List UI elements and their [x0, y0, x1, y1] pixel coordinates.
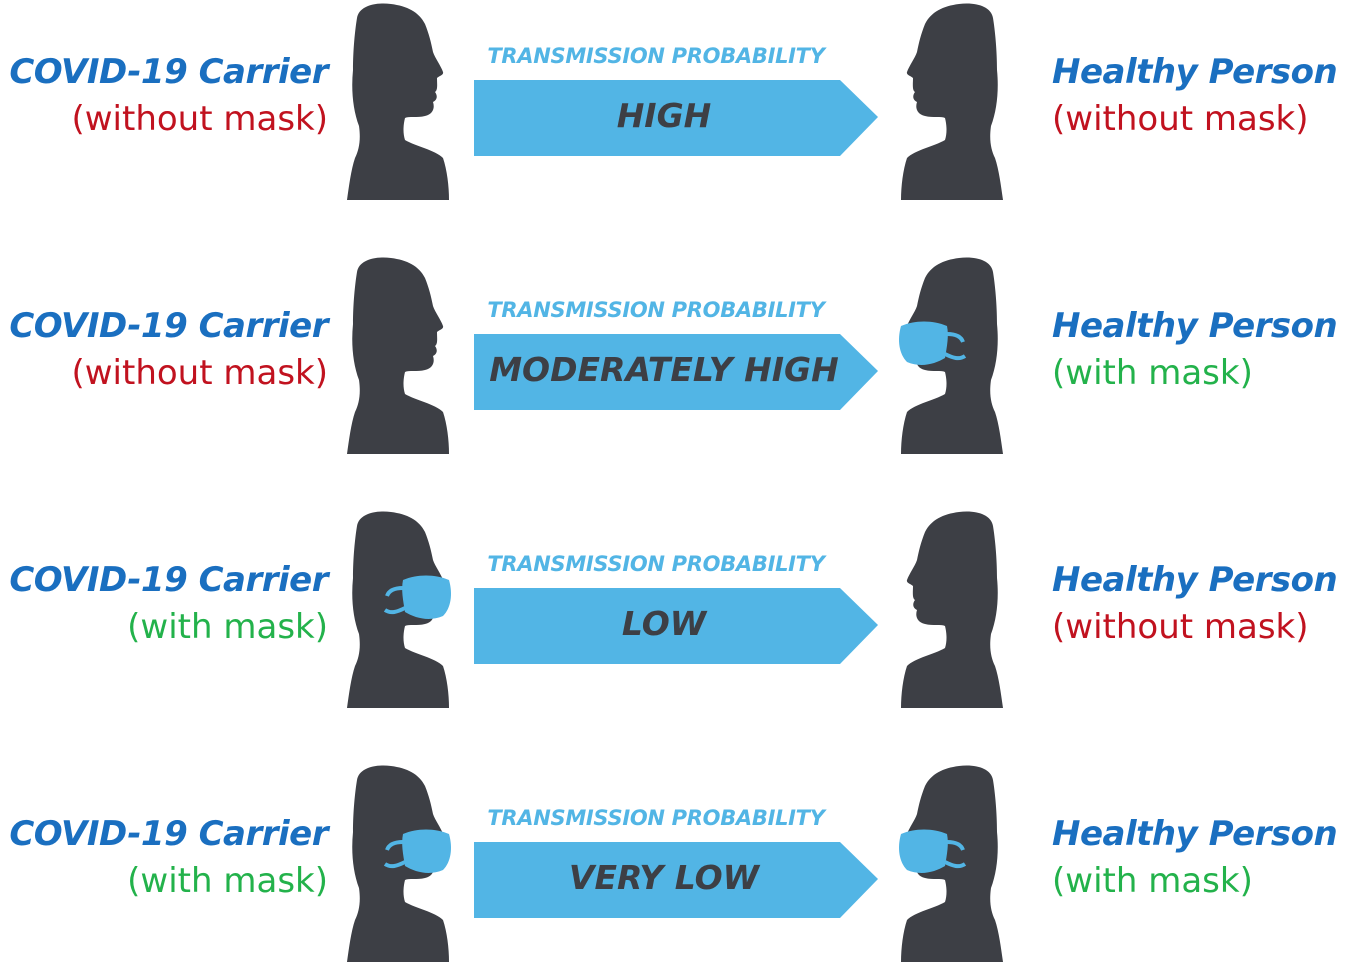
healthy-label: Healthy Person (with mask) — [1052, 304, 1342, 398]
carrier-role: COVID-19 Carrier — [9, 560, 328, 600]
carrier-role: COVID-19 Carrier — [9, 306, 328, 346]
healthy-silhouette-icon — [901, 511, 1003, 708]
healthy-role: Healthy Person — [1052, 306, 1338, 346]
scenario-row-2: COVID-19 Carrier (without mask) TRANSMIS… — [0, 254, 1348, 454]
carrier-label: COVID-19 Carrier (with mask) — [0, 812, 328, 906]
carrier-mask-state: (without mask) — [71, 353, 328, 393]
carrier-silhouette-icon — [347, 257, 449, 454]
scenario-row-1: COVID-19 Carrier (without mask) TRANSMIS… — [0, 0, 1348, 200]
healthy-mask-state: (with mask) — [1052, 861, 1253, 901]
carrier-role: COVID-19 Carrier — [9, 52, 328, 92]
arrow-right-icon — [474, 842, 878, 918]
healthy-silhouette-icon — [899, 257, 1003, 454]
healthy-role: Healthy Person — [1052, 814, 1338, 854]
transmission-level: MODERATELY HIGH — [489, 350, 839, 389]
healthy-label: Healthy Person (without mask) — [1052, 50, 1342, 144]
healthy-label: Healthy Person (without mask) — [1052, 558, 1342, 652]
transmission-level: VERY LOW — [568, 858, 760, 897]
carrier-silhouette-icon — [347, 765, 451, 962]
scenario-row-3: COVID-19 Carrier (with mask) TRANSMISSIO… — [0, 508, 1348, 708]
face-mask-icon — [899, 829, 967, 873]
carrier-mask-state: (with mask) — [127, 861, 328, 901]
arrow-right-icon — [474, 80, 878, 156]
transmission-probability-label: TRANSMISSION PROBABILITY — [487, 806, 825, 830]
healthy-silhouette-icon — [901, 3, 1003, 200]
carrier-silhouette-icon — [347, 511, 451, 708]
carrier-mask-state: (with mask) — [127, 607, 328, 647]
face-mask-icon — [383, 829, 451, 873]
arrow-right-icon — [474, 334, 878, 410]
carrier-silhouette-icon — [347, 3, 449, 200]
carrier-mask-state: (without mask) — [71, 99, 328, 139]
healthy-silhouette-icon — [899, 765, 1003, 962]
transmission-level: HIGH — [616, 96, 712, 135]
transmission-probability-label: TRANSMISSION PROBABILITY — [487, 552, 825, 576]
scenario-row-4: COVID-19 Carrier (with mask) TRANSMISSIO… — [0, 762, 1348, 962]
healthy-role: Healthy Person — [1052, 560, 1338, 600]
carrier-label: COVID-19 Carrier (with mask) — [0, 558, 328, 652]
transmission-probability-label: TRANSMISSION PROBABILITY — [487, 298, 825, 322]
healthy-role: Healthy Person — [1052, 52, 1338, 92]
face-mask-icon — [383, 575, 451, 619]
carrier-label: COVID-19 Carrier (without mask) — [0, 304, 328, 398]
healthy-mask-state: (with mask) — [1052, 353, 1253, 393]
arrow-right-icon — [474, 588, 878, 664]
transmission-level: LOW — [621, 604, 707, 643]
healthy-mask-state: (without mask) — [1052, 99, 1309, 139]
face-mask-icon — [899, 321, 967, 365]
carrier-label: COVID-19 Carrier (without mask) — [0, 50, 328, 144]
healthy-mask-state: (without mask) — [1052, 607, 1309, 647]
transmission-probability-label: TRANSMISSION PROBABILITY — [487, 44, 825, 68]
healthy-label: Healthy Person (with mask) — [1052, 812, 1342, 906]
carrier-role: COVID-19 Carrier — [9, 814, 328, 854]
